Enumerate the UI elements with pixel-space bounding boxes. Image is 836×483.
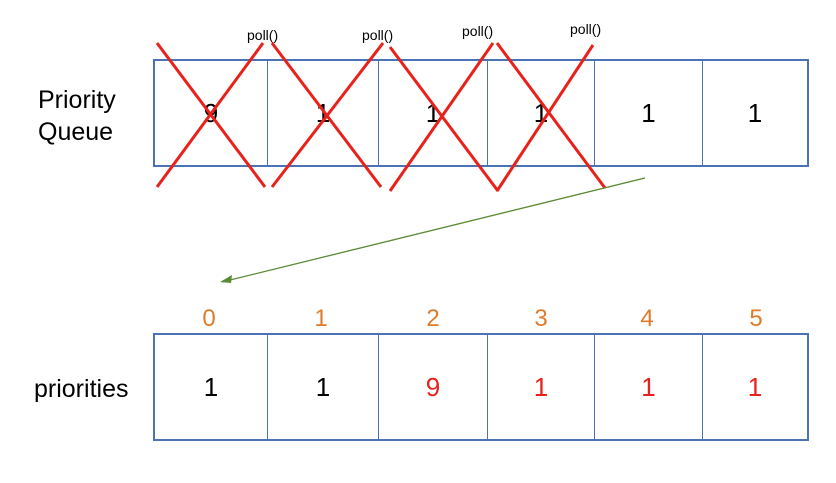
priorities-cell-3: 1 [488,335,595,439]
priorities-array: 1 1 9 1 1 1 [153,333,809,441]
priorities-cell-4: 1 [595,335,703,439]
priorities-label: priorities [34,375,129,403]
priorities-cell-0: 1 [155,335,268,439]
poll-label-4: poll() [570,21,602,37]
pq-cell-5: 1 [747,97,763,128]
arrow-head-icon [220,275,232,283]
index-1: 1 [314,305,328,332]
cross-marks [155,42,607,192]
cross-2-a [388,46,500,192]
index-5: 5 [749,305,763,332]
priority-queue-label: Priority Queue [38,84,116,148]
cross-1-b [270,42,385,188]
index-2: 2 [426,305,440,332]
pq-cell-4: 1 [595,61,703,165]
priorities-cell-2: 9 [379,335,488,439]
priorities-cell-5: 1 [747,371,763,402]
pq-cell-2: 1 [379,61,488,165]
cross-3-b [495,44,595,192]
poll-label-2: poll() [362,27,394,43]
transfer-arrow [221,177,646,283]
cross-0-b [155,42,265,188]
index-4: 4 [640,305,654,332]
index-3: 3 [534,305,548,332]
priorities-cell-1: 1 [268,335,379,439]
cross-2-b [388,42,495,192]
poll-label-3: poll() [462,23,494,39]
poll-label-1: poll() [247,27,279,43]
index-0: 0 [202,305,216,332]
priority-queue-label-line2: Queue [38,118,114,146]
cross-3-a [495,42,607,189]
priority-queue-label-line1: Priority [38,86,116,114]
